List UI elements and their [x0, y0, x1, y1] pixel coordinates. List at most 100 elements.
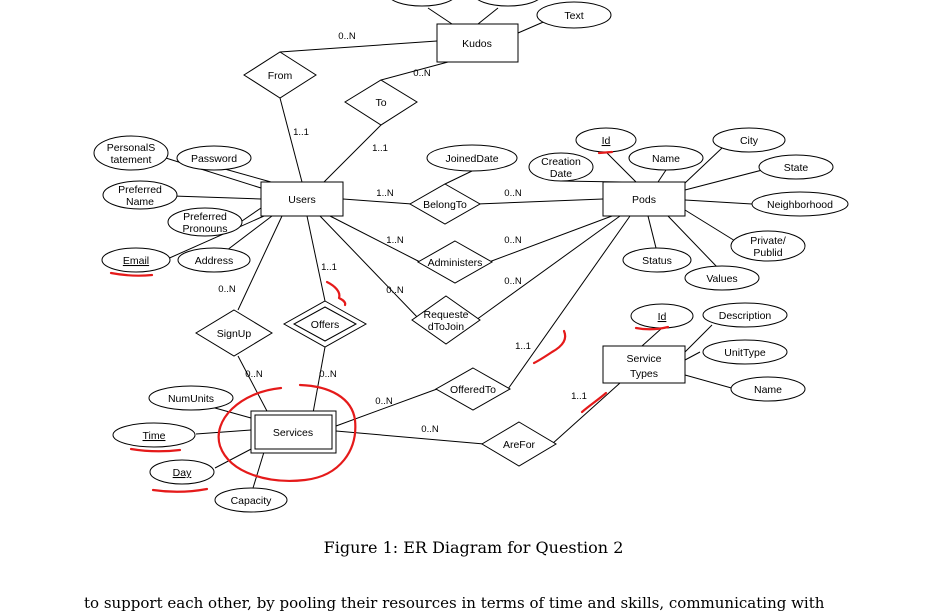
entity-service-types[interactable]: Service Types [602, 345, 686, 384]
card-offers-services: 0..N [319, 369, 337, 380]
svg-text:Users: Users [288, 194, 315, 206]
svg-text:Date: Date [550, 168, 572, 180]
svg-text:Name: Name [126, 196, 154, 208]
relationship-requested-to-join[interactable]: Requeste dToJoin [411, 295, 481, 345]
card-services-offeredto: 0..N [375, 396, 393, 407]
card-from-kudos: 0..N [338, 31, 356, 42]
svg-text:NumUnits: NumUnits [168, 393, 214, 405]
attribute-kudos-text[interactable]: Text [536, 1, 612, 29]
svg-text:JoinedDate: JoinedDate [445, 153, 498, 165]
svg-text:Name: Name [652, 153, 680, 165]
svg-text:Id: Id [658, 311, 667, 323]
attribute-address[interactable]: Address [177, 247, 251, 273]
underline-day-annotation [151, 487, 209, 493]
attribute-password[interactable]: Password [176, 145, 252, 171]
svg-text:Values: Values [706, 273, 737, 285]
weak-entity-services[interactable]: Services [250, 410, 337, 454]
cardinality-labels: 0..N 0..N 1..1 1..1 1..N 0..N 1..N 0..N … [218, 31, 587, 435]
attribute-status[interactable]: Status [622, 247, 692, 273]
underline-st-id-annotation [634, 325, 670, 331]
svg-text:Description: Description [719, 310, 772, 322]
svg-text:To: To [375, 97, 386, 109]
attribute-num-units[interactable]: NumUnits [148, 385, 234, 411]
svg-text:Pronouns: Pronouns [183, 223, 228, 235]
svg-text:Offers: Offers [311, 319, 339, 331]
card-to-kudos: 0..N [413, 68, 431, 79]
underline-pods-id-annotation [597, 150, 614, 155]
connector-lines [149, 7, 771, 489]
squiggle-offeredto-annotation [532, 329, 567, 365]
attribute-kudos-clipped-left [391, 0, 453, 7]
relationship-offered-to[interactable]: OfferedTo [434, 367, 512, 411]
card-belongto-pods: 0..N [504, 188, 522, 199]
svg-text:Time: Time [143, 430, 166, 442]
svg-text:Kudos: Kudos [462, 38, 492, 50]
svg-text:Email: Email [123, 255, 149, 267]
card-signup-services: 0..N [245, 369, 263, 380]
svg-text:City: City [740, 135, 759, 147]
svg-text:Capacity: Capacity [231, 495, 273, 507]
svg-text:Pods: Pods [632, 194, 656, 206]
er-diagram: Kudos Users Pods Services Service Types … [93, 0, 849, 513]
relationship-are-for[interactable]: AreFor [481, 421, 557, 467]
attribute-state[interactable]: State [758, 154, 834, 180]
svg-text:UnitType: UnitType [724, 347, 766, 359]
attribute-personal-statement[interactable]: PersonalS tatement [93, 135, 169, 171]
card-arefor-servicetypes: 1..1 [571, 391, 587, 402]
svg-text:Types: Types [630, 368, 658, 380]
attribute-day-key[interactable]: Day [149, 459, 215, 485]
card-users-belongto: 1..N [376, 188, 394, 199]
svg-text:AreFor: AreFor [503, 439, 536, 451]
svg-text:Services: Services [273, 427, 313, 439]
entity-kudos[interactable]: Kudos [436, 23, 519, 63]
attribute-description[interactable]: Description [702, 302, 788, 328]
card-services-arefor: 0..N [421, 424, 439, 435]
attribute-time-key[interactable]: Time [112, 422, 196, 448]
svg-text:Publid: Publid [753, 247, 782, 259]
relationship-to[interactable]: To [344, 79, 418, 126]
svg-text:From: From [268, 70, 293, 82]
relationship-sign-up[interactable]: SignUp [195, 309, 273, 357]
attribute-private-public[interactable]: Private/ Publid [730, 230, 806, 262]
attribute-preferred-pronouns[interactable]: Preferred Pronouns [167, 207, 243, 237]
relationship-administers[interactable]: Administers [416, 240, 494, 284]
attribute-creation-date[interactable]: Creation Date [528, 152, 594, 182]
svg-text:Preferred: Preferred [183, 211, 227, 223]
attribute-kudos-clipped-right [477, 0, 539, 7]
attribute-values[interactable]: Values [684, 265, 760, 291]
identifying-relationship-offers[interactable]: Offers [282, 300, 368, 348]
svg-text:dToJoin: dToJoin [428, 321, 464, 333]
svg-text:Requeste: Requeste [424, 309, 469, 321]
card-requested-pods: 0..N [504, 276, 522, 287]
svg-text:OfferedTo: OfferedTo [450, 384, 496, 396]
attribute-email-key[interactable]: Email [101, 247, 171, 273]
underline-time-annotation [129, 447, 182, 453]
entity-users[interactable]: Users [260, 181, 344, 217]
card-users-requested: 0..N [386, 285, 404, 296]
relationship-from[interactable]: From [243, 51, 317, 99]
svg-text:Service: Service [626, 353, 661, 365]
card-administers-pods: 0..N [504, 235, 522, 246]
card-users-offers: 1..1 [321, 262, 337, 273]
attribute-city[interactable]: City [712, 127, 786, 153]
relationship-belong-to[interactable]: BelongTo [408, 183, 482, 225]
attribute-pods-name[interactable]: Name [628, 145, 704, 171]
attribute-service-type-id-key[interactable]: Id [630, 303, 694, 329]
card-to-users: 1..1 [372, 143, 388, 154]
svg-text:Administers: Administers [428, 257, 483, 269]
entity-pods[interactable]: Pods [602, 181, 686, 217]
svg-text:SignUp: SignUp [217, 328, 252, 340]
attribute-pods-id-key[interactable]: Id [575, 127, 637, 153]
attribute-neighborhood[interactable]: Neighborhood [751, 191, 849, 217]
svg-text:tatement: tatement [111, 154, 152, 166]
attribute-service-type-name[interactable]: Name [730, 376, 806, 402]
svg-text:Neighborhood: Neighborhood [767, 199, 833, 211]
card-users-administers: 1..N [386, 235, 404, 246]
red-annotations [109, 150, 670, 493]
attribute-joined-date[interactable]: JoinedDate [426, 144, 518, 172]
underline-email-annotation [109, 271, 154, 277]
attribute-unit-type[interactable]: UnitType [702, 339, 788, 365]
svg-text:State: State [784, 162, 809, 174]
attribute-capacity[interactable]: Capacity [214, 487, 288, 513]
attribute-preferred-name[interactable]: Preferred Name [102, 180, 178, 210]
